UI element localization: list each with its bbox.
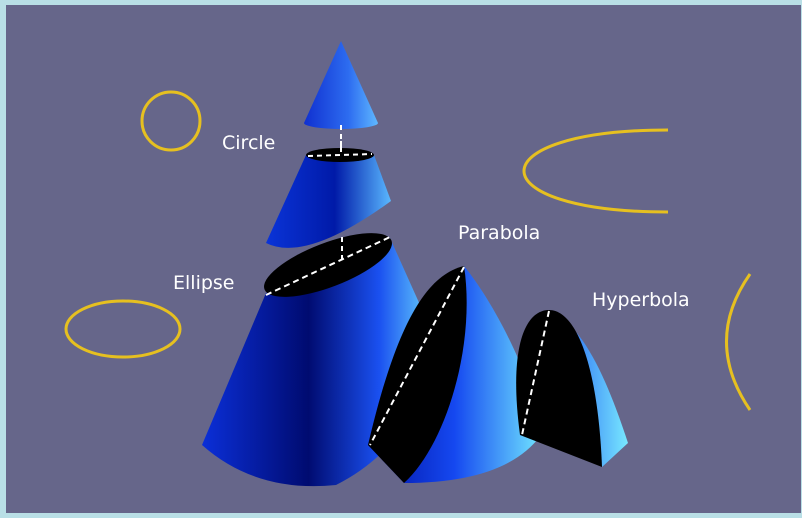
label-parabola: Parabola: [458, 224, 540, 243]
parabola-curve: [524, 130, 668, 212]
label-circle: Circle: [222, 134, 275, 153]
label-hyperbola: Hyperbola: [592, 291, 690, 310]
conic-sections-diagram: Circle Ellipse Parabola Hyperbola: [6, 5, 801, 513]
circle-curve: [142, 92, 200, 150]
label-ellipse: Ellipse: [173, 274, 235, 293]
diagram-canvas: [6, 5, 801, 513]
ellipse-curve: [66, 301, 180, 357]
cone-tip: [304, 41, 378, 151]
hyperbola-curve: [727, 274, 751, 410]
cone-middle-section: [266, 141, 391, 248]
